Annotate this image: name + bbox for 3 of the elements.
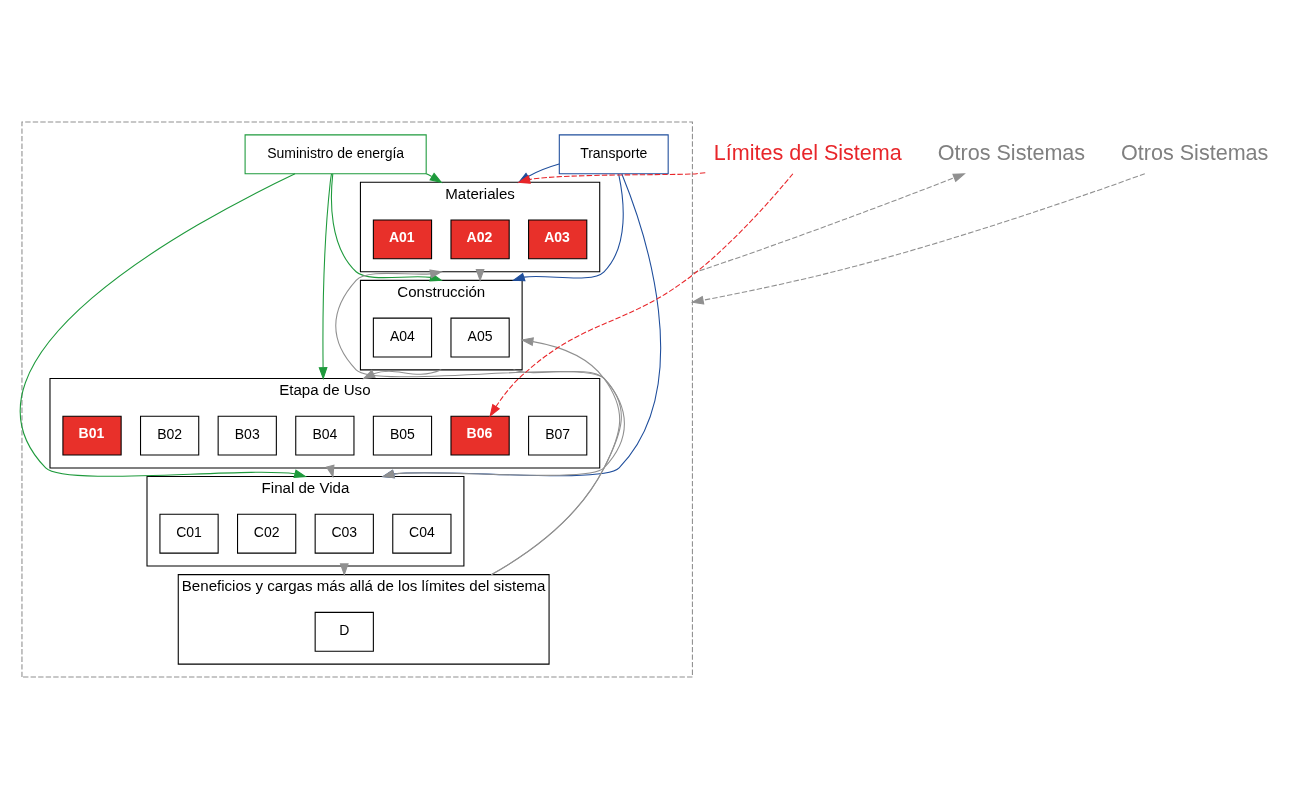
- node-text: Otros Sistemas: [937, 139, 1086, 165]
- node-text: Límites del Sistema: [713, 139, 902, 165]
- node-text: Otros Sistemas: [1121, 139, 1269, 165]
